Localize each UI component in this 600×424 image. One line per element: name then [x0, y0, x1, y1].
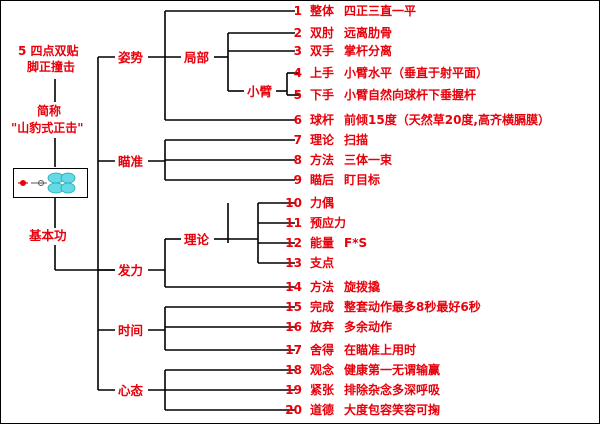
- leaf-name: 支点: [310, 256, 335, 270]
- leaf-number: 1: [293, 4, 302, 18]
- leaf-item-3: 3 双手掌杆分离: [280, 44, 392, 58]
- leaf-number: 4: [293, 66, 302, 80]
- leaf-description: 小臂自然向球杆下垂握杆: [344, 88, 477, 102]
- leaf-item-6: 6 球杆前倾15度（天然草20度,高齐横膈膜）: [280, 113, 550, 127]
- leaf-item-11: 11 预应力: [280, 216, 356, 230]
- leaf-item-5: 5 下手小臂自然向球杆下垂握杆: [280, 88, 476, 102]
- leaf-name: 道德: [310, 403, 335, 417]
- leaf-description: 小臂水平（垂直于射平面）: [344, 66, 489, 80]
- leaf-name: 能量: [310, 236, 335, 250]
- leaf-item-1: 1 整体四正三直一平: [280, 4, 416, 18]
- node-power: 发力: [117, 263, 145, 278]
- leaf-number: 12: [285, 236, 302, 250]
- leaf-name: 观念: [310, 363, 335, 377]
- leaf-description: 盯目标: [344, 173, 381, 187]
- leaf-description: 掌杆分离: [344, 44, 393, 58]
- leaf-item-7: 7 理论扫描: [280, 133, 368, 147]
- leaf-number: 9: [293, 173, 302, 187]
- title-line-2: 脚正撞击: [27, 60, 76, 74]
- leaf-name: 双肘: [310, 26, 335, 40]
- leaf-name: 方法: [310, 280, 335, 294]
- leaf-name: 下手: [310, 88, 335, 102]
- leaf-name: 瞄后: [310, 173, 335, 187]
- leaf-number: 20: [285, 403, 302, 417]
- leaf-name: 上手: [310, 66, 335, 80]
- leaf-number: 13: [285, 256, 302, 270]
- leaf-description: 远离肋骨: [344, 26, 393, 40]
- leaf-name: 放弃: [310, 320, 335, 334]
- leaf-number: 16: [285, 320, 302, 334]
- leaf-name: 完成: [310, 300, 335, 314]
- leaf-description: 大度包容笑容可掬: [344, 403, 441, 417]
- leaf-description: 多余动作: [344, 320, 393, 334]
- leaf-item-18: 18 观念健康第一无谓输赢: [280, 363, 440, 377]
- leaf-number: 18: [285, 363, 302, 377]
- leaf-item-20: 20 道德大度包容笑容可掬: [280, 403, 440, 417]
- title-line-1: 5 四点双贴: [18, 44, 79, 58]
- leaf-number: 7: [293, 133, 302, 147]
- leaf-item-14: 14 方法旋拨撬: [280, 280, 380, 294]
- node-aim: 瞄准: [117, 154, 145, 169]
- node-mind: 心态: [117, 383, 145, 398]
- leaf-description: 排除杂念多深呼吸: [344, 383, 441, 397]
- leaf-number: 15: [285, 300, 302, 314]
- leaf-item-9: 9 瞄后盯目标: [280, 173, 380, 187]
- leaf-description: 旋拨撬: [344, 280, 381, 294]
- leaf-name: 整体: [310, 4, 335, 18]
- leaf-number: 3: [293, 44, 302, 58]
- leaf-description: 三体一束: [344, 153, 393, 167]
- leaf-item-15: 15 完成整套动作最多8秒最好6秒: [280, 300, 481, 314]
- leaf-name: 紧张: [310, 383, 335, 397]
- leaf-number: 11: [285, 216, 302, 230]
- leaf-item-17: 17 舍得在瞄准上用时: [280, 343, 416, 357]
- leaf-item-2: 2 双肘远离肋骨: [280, 26, 392, 40]
- leaf-number: 2: [293, 26, 302, 40]
- leaf-name: 力偶: [310, 196, 335, 210]
- leaf-name: 预应力: [310, 216, 347, 230]
- leaf-item-4: 4 上手小臂水平（垂直于射平面）: [280, 66, 488, 80]
- leaf-description: 扫描: [344, 133, 369, 147]
- leaf-description: 在瞄准上用时: [344, 343, 417, 357]
- leaf-item-8: 8 方法三体一束: [280, 153, 392, 167]
- logo-graphic: [18, 172, 76, 194]
- leaf-number: 10: [285, 196, 302, 210]
- node-forearm: 小臂: [246, 84, 274, 99]
- leaf-number: 17: [285, 343, 302, 357]
- leaf-description: 健康第一无谓输赢: [344, 363, 441, 377]
- leaf-description: 整套动作最多8秒最好6秒: [344, 300, 481, 314]
- leaf-item-16: 16 放弃多余动作: [280, 320, 392, 334]
- shanbao-logo: [13, 168, 88, 198]
- leaf-item-12: 12 能量 F*S: [280, 236, 367, 250]
- leaf-name: 双手: [310, 44, 335, 58]
- leaf-number: 8: [293, 153, 302, 167]
- leaf-item-19: 19 紧张排除杂念多深呼吸: [280, 383, 440, 397]
- node-theory: 理论: [183, 232, 211, 247]
- leaf-description: F*S: [344, 236, 368, 250]
- leaf-name: 方法: [310, 153, 335, 167]
- node-posture: 姿势: [117, 50, 145, 65]
- node-partial: 局部: [183, 50, 211, 65]
- leaf-item-10: 10 力偶: [280, 196, 344, 210]
- leaf-number: 19: [285, 383, 302, 397]
- leaf-name: 舍得: [310, 343, 335, 357]
- alias-line-1: 简称: [37, 104, 62, 118]
- leaf-item-13: 13 支点: [280, 256, 344, 270]
- leaf-name: 理论: [310, 133, 335, 147]
- leaf-description: 前倾15度（天然草20度,高齐横膈膜）: [344, 113, 550, 127]
- leaf-number: 6: [293, 113, 302, 127]
- leaf-description: 四正三直一平: [344, 4, 417, 18]
- leaf-number: 14: [285, 280, 302, 294]
- node-basic-skill: 基本功: [28, 228, 68, 243]
- leaf-number: 5: [293, 88, 302, 102]
- leaf-name: 球杆: [310, 113, 335, 127]
- node-time: 时间: [117, 323, 145, 338]
- alias-line-2: "山豹式正击": [11, 121, 84, 135]
